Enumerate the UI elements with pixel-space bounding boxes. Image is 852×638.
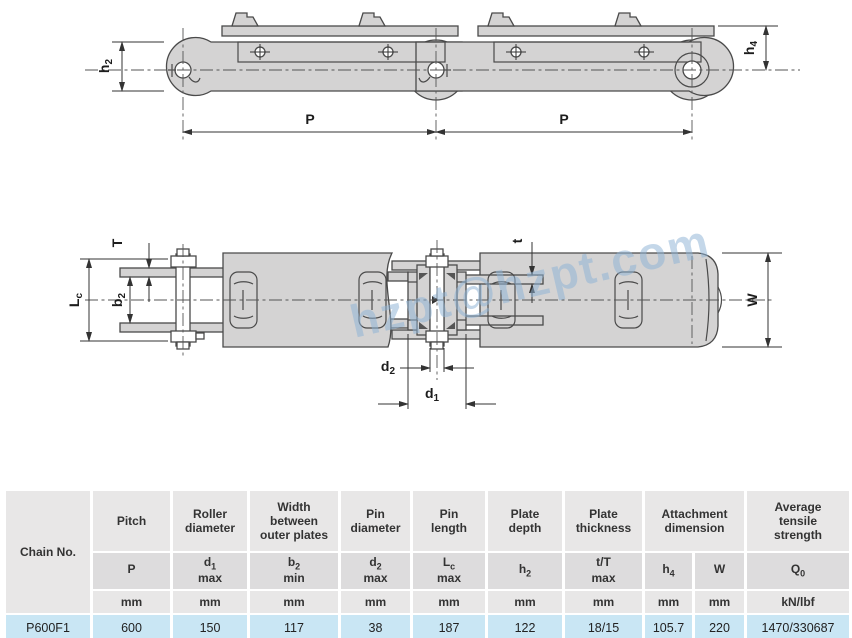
dim-label-p1: P — [305, 111, 314, 127]
dim-label-d2: d2 — [381, 358, 396, 377]
roller-hub — [717, 286, 723, 314]
dim-label-d1: d1 — [425, 385, 440, 404]
unit-cell: mm — [170, 589, 250, 615]
unit-cell: mm — [691, 589, 748, 615]
header-attachment-dimension: Attachment dimension — [641, 489, 748, 553]
value-chain-no: P600F1 — [3, 613, 93, 638]
attachment-tab — [231, 12, 260, 27]
outer-plate-edge — [119, 267, 227, 278]
header-pin-length: Pin length — [410, 489, 488, 553]
dimension-W: W — [722, 252, 782, 348]
header-width-between-outer-plates: Width between outer plates — [247, 489, 341, 553]
unit-cell: mm — [410, 589, 488, 615]
chain-technical-drawing: h2 h4 P P — [66, 12, 800, 409]
header-chain-no: Chain No. — [3, 489, 93, 615]
value-pin-diameter: 38 — [338, 613, 413, 638]
value-tensile-strength: 1470/330687 — [744, 613, 852, 638]
header-pitch: Pitch — [90, 489, 173, 553]
value-pitch: 600 — [90, 613, 173, 638]
bolt-hole — [250, 44, 270, 60]
attachment-tab — [487, 12, 516, 27]
header-average-tensile-strength: Average tensile strength — [744, 489, 852, 553]
dimension-h4: h4 — [718, 25, 778, 71]
header-pin-diameter: Pin diameter — [338, 489, 413, 553]
link-plate — [415, 36, 735, 97]
dimension-b2: b2 — [109, 276, 133, 324]
symbol-Q0: Q0 — [744, 551, 852, 591]
dimension-T: T — [109, 238, 152, 302]
attachment-assembly — [477, 12, 715, 63]
attachment-assembly — [221, 12, 459, 63]
dim-label-T: T — [109, 238, 125, 247]
dim-label-Lc: Lc — [66, 293, 85, 308]
unit-cell: mm — [562, 589, 645, 615]
value-width-between-plates: 117 — [247, 613, 341, 638]
header-roller-diameter: Roller diameter — [170, 489, 250, 553]
value-h4: 105.7 — [642, 613, 695, 638]
bolt-hole — [378, 44, 398, 60]
cotter-end — [195, 332, 205, 340]
symbol-h4: h4 — [642, 551, 695, 591]
dim-label-h4: h4 — [741, 41, 760, 56]
bolt-hole — [634, 44, 654, 60]
unit-cell: mm — [642, 589, 695, 615]
dimension-d2: d2 — [381, 348, 474, 377]
symbol-h2: h2 — [485, 551, 565, 591]
symbol-W: W — [691, 551, 748, 591]
attachment-bracket — [237, 41, 446, 63]
value-pin-length: 187 — [410, 613, 488, 638]
value-plate-depth: 122 — [485, 613, 565, 638]
attachment-tab — [358, 12, 387, 27]
bolt-hole — [506, 44, 526, 60]
unit-cell: mm — [247, 589, 341, 615]
value-plate-thickness: 18/15 — [562, 613, 645, 638]
dim-label-h2: h2 — [96, 59, 115, 74]
header-plate-thickness: Plate thickness — [562, 489, 645, 553]
dim-label-t: t — [509, 238, 525, 243]
plan-view: Lc b2 T t W — [66, 238, 782, 409]
unit-cell: kN/lbf — [744, 589, 852, 615]
roller-plan — [222, 252, 394, 348]
value-W: 220 — [691, 613, 748, 638]
side-view: h2 h4 P P — [85, 12, 800, 142]
unit-cell: mm — [90, 589, 173, 615]
unit-cell: mm — [485, 589, 565, 615]
header-plate-depth: Plate depth — [485, 489, 565, 553]
dim-label-p2: P — [559, 111, 568, 127]
table-row: P600F1 600 150 117 38 187 122 18/15 105.… — [3, 613, 852, 638]
spec-table: Chain No. Pitch Roller diameter Width be… — [3, 489, 852, 638]
unit-cell: mm — [338, 589, 413, 615]
symbol-P: P — [90, 551, 173, 591]
pin-assembly-end — [170, 248, 205, 350]
dimension-pitch: P P — [182, 111, 693, 135]
attachment-tab — [614, 12, 643, 27]
value-roller-diameter: 150 — [170, 613, 250, 638]
dim-label-W: W — [744, 293, 760, 307]
dimension-t: t — [509, 238, 535, 303]
dimension-h2: h2 — [96, 41, 164, 92]
dim-label-b2: b2 — [109, 293, 128, 308]
dimension-d1: d1 — [378, 334, 496, 409]
attachment-bracket — [493, 41, 702, 63]
dimension-Lc: Lc — [66, 258, 168, 342]
